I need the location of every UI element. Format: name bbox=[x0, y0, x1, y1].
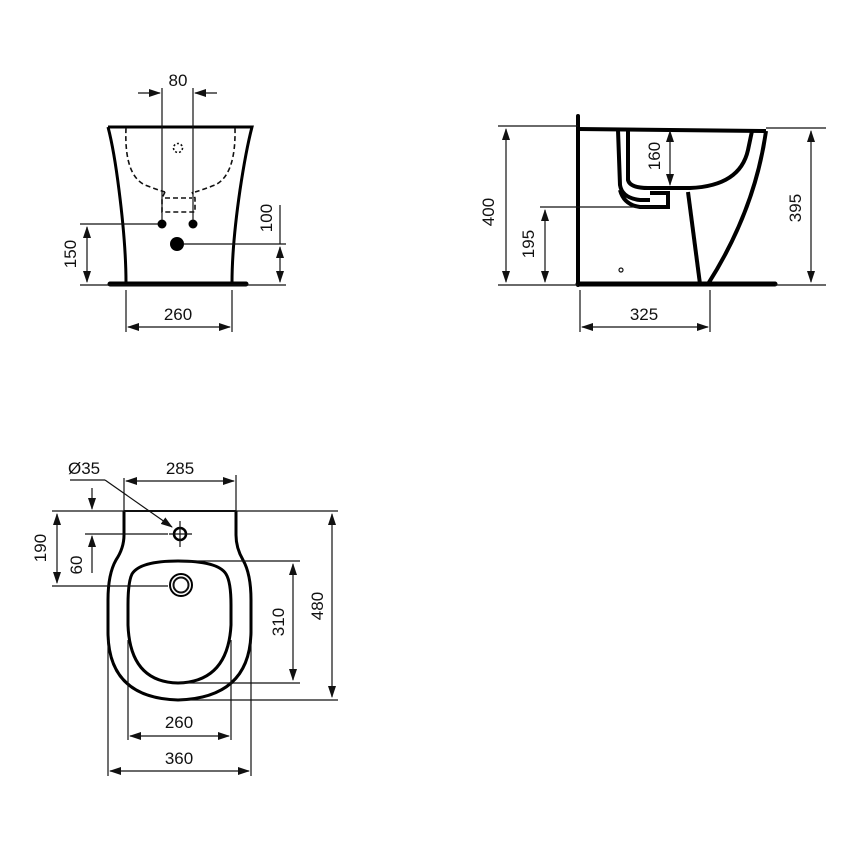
top-inner-bowl bbox=[126, 559, 233, 685]
front-overflow-hidden bbox=[172, 142, 184, 154]
tap-hole-right bbox=[188, 219, 198, 229]
side-fixing-hole bbox=[618, 267, 624, 273]
top-waste bbox=[169, 573, 193, 597]
front-bowl-hidden bbox=[125, 127, 236, 193]
tap-hole-left bbox=[157, 219, 167, 229]
dim-waste-height: 100 bbox=[257, 204, 276, 232]
front-view: 80 150 100 260 bbox=[61, 71, 286, 332]
dim-overall-length: 480 bbox=[308, 592, 327, 620]
front-body-outline bbox=[106, 125, 254, 284]
dim-tap-spacing: 80 bbox=[169, 71, 188, 90]
dim-waste-outlet-height: 195 bbox=[519, 230, 538, 258]
dim-bowl-depth: 160 bbox=[645, 142, 664, 170]
side-view: 400 195 160 395 325 bbox=[479, 114, 826, 332]
dim-tap-hole-diameter: Ø35 bbox=[68, 459, 100, 478]
dim-waste-from-back: 190 bbox=[31, 534, 50, 562]
waste-outlet bbox=[170, 237, 184, 251]
side-bowl bbox=[616, 129, 754, 202]
dim-overall-width: 360 bbox=[165, 749, 193, 768]
dim-back-width: 285 bbox=[166, 459, 194, 478]
dim-tap-height: 150 bbox=[61, 240, 80, 268]
dim-overall-height: 400 bbox=[479, 198, 498, 226]
dim-front-base-width: 260 bbox=[164, 305, 192, 324]
top-view: Ø35 285 190 60 310 480 260 360 bbox=[31, 459, 338, 776]
dim-side-base-depth: 325 bbox=[630, 305, 658, 324]
side-front-curve bbox=[706, 130, 768, 286]
dim-rim-height: 395 bbox=[786, 194, 805, 222]
dim-bowl-width: 260 bbox=[165, 713, 193, 732]
top-outer-outline bbox=[106, 511, 253, 702]
dim-bowl-length: 310 bbox=[269, 608, 288, 636]
dim-tap-hole-from-back: 60 bbox=[67, 556, 86, 575]
